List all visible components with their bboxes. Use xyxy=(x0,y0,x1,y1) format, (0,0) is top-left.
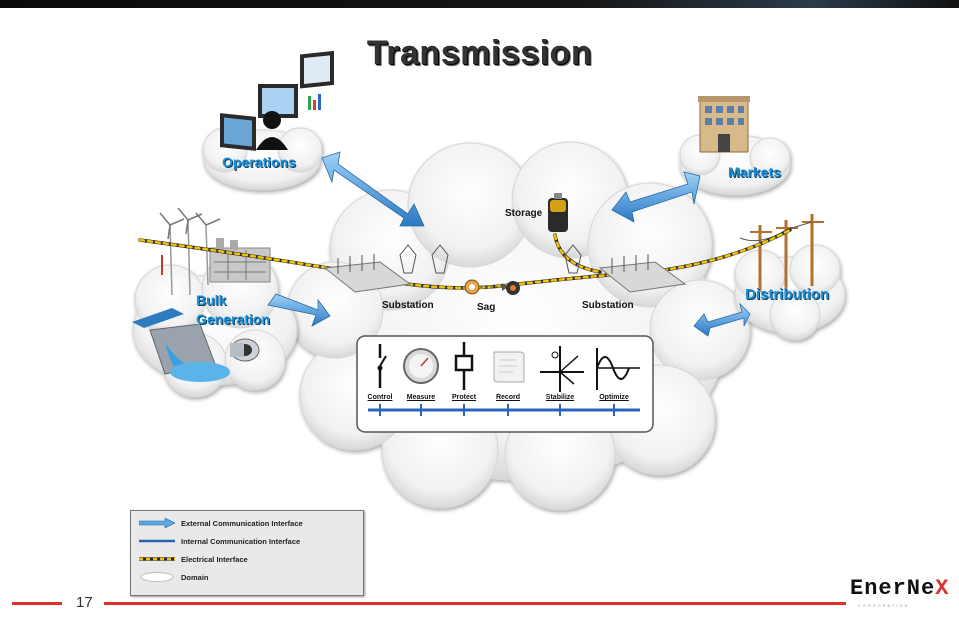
legend-label-domain: Domain xyxy=(181,572,209,582)
storage-label: Storage xyxy=(505,208,543,219)
sag-sensor-icon xyxy=(464,279,520,295)
substation-right-icon xyxy=(564,244,687,293)
legend-item-internal: Internal Communication Interface xyxy=(139,535,300,547)
measure-gauge-icon xyxy=(403,348,439,384)
company-logo-text: EnerNe xyxy=(850,576,936,601)
function-label-measure: Measure xyxy=(406,394,436,401)
domain-cloud-swatch-icon xyxy=(140,572,174,582)
legend-item-external: External Communication Interface xyxy=(139,517,303,529)
markets-label: Markets xyxy=(728,164,781,180)
function-label-control: Control xyxy=(367,394,393,401)
arrow-operations-transmission xyxy=(321,151,425,227)
stabilize-phasor-icon xyxy=(540,346,584,392)
transmission-domain-cloud xyxy=(286,141,751,511)
operations-monitors-icon xyxy=(220,50,334,151)
footer-rule-left xyxy=(12,602,62,605)
legend-label-external: External Communication Interface xyxy=(181,518,303,528)
company-logo: EnerNeX xyxy=(850,576,949,601)
turbine-generator-icon xyxy=(230,338,260,362)
arrow-distribution-transmission xyxy=(693,302,751,337)
electrical-dash-swatch-icon xyxy=(139,557,175,561)
wind-turbines-icon xyxy=(159,207,221,296)
substation-left-icon xyxy=(323,244,449,293)
legend-box: External Communication Interface Interna… xyxy=(130,510,364,596)
hydro-dam-icon xyxy=(132,308,230,382)
record-paper-icon xyxy=(493,351,525,383)
arrow-bulk-transmission xyxy=(267,293,331,327)
distribution-poles-icon xyxy=(739,214,824,300)
slide-title: Transmission xyxy=(366,34,593,72)
internal-line-swatch-icon xyxy=(139,539,175,543)
external-arrow-swatch-icon xyxy=(139,518,175,528)
legend-item-domain: Domain xyxy=(139,571,209,583)
sag-label: Sag xyxy=(477,302,496,313)
external-comm-arrows xyxy=(267,151,751,337)
power-plant-icon xyxy=(209,238,271,283)
legend-label-electrical: Electrical Interface xyxy=(181,554,248,564)
bulk-generation-label-line1: Bulk xyxy=(196,292,227,308)
storage-battery-icon xyxy=(548,193,568,232)
page-number: 17 xyxy=(76,594,93,611)
optimize-wave-icon xyxy=(596,348,640,390)
markets-building-icon xyxy=(698,96,750,153)
electrical-interface-line xyxy=(138,228,792,290)
company-logo-subtitle: CORPORATION xyxy=(858,603,910,608)
distribution-label: Distribution xyxy=(745,286,830,303)
control-switch-icon xyxy=(377,344,387,388)
top-banner xyxy=(0,0,959,8)
substation-left-label: Substation xyxy=(382,300,434,311)
function-label-stabilize: Stabilize xyxy=(545,394,575,401)
company-logo-x: X xyxy=(935,576,950,601)
substation-right-label: Substation xyxy=(582,300,634,311)
legend-item-electrical: Electrical Interface xyxy=(139,553,248,565)
transmission-functions-panel xyxy=(356,335,654,433)
protect-breaker-icon xyxy=(454,342,474,390)
bulk-generation-label-line2: Generation xyxy=(196,311,270,327)
function-label-protect: Protect xyxy=(451,394,477,401)
function-label-optimize: Optimize xyxy=(599,394,629,401)
legend-label-internal: Internal Communication Interface xyxy=(181,536,301,546)
function-label-record: Record xyxy=(495,394,521,401)
operations-label: Operations xyxy=(222,154,296,170)
footer-rule-right xyxy=(104,602,846,605)
arrow-markets-transmission xyxy=(611,171,701,223)
